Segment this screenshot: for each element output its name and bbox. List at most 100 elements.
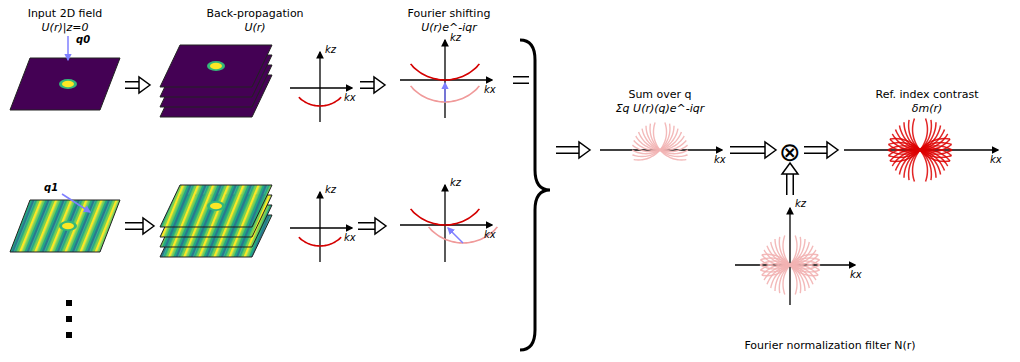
stage-title: Sum over q [628, 88, 691, 102]
continuation-dot [66, 300, 72, 306]
operator-symbol: ⊗ [779, 139, 801, 165]
axis-label: kx [484, 229, 496, 241]
flow-arrow [360, 77, 385, 93]
wavevector-label: q1 [44, 182, 58, 194]
kz-axis [319, 192, 320, 262]
arrow-body [125, 224, 145, 229]
kz-axis [444, 40, 445, 118]
stage-panel: Back-propagationU(r) [150, 5, 360, 140]
ewald-arc [429, 227, 498, 243]
shift-vector [448, 228, 463, 243]
scatterer-halo [59, 221, 77, 231]
filter-panel: Fourier normalization filter N(r) [700, 195, 960, 357]
arrow-outline [125, 222, 145, 230]
stage-title: Fourier normalization filter N(r) [744, 339, 915, 353]
plane-surface [10, 58, 120, 110]
arrow-outline [786, 172, 794, 195]
kx-axis [290, 87, 352, 88]
axis-label: kx [344, 232, 356, 244]
stage-title: Input 2D field [28, 7, 103, 21]
flow-arrow [125, 218, 154, 234]
ewald-arc [650, 124, 688, 157]
wavevector-label: q0 [76, 34, 90, 46]
plane-surface [10, 200, 120, 252]
stage-formula: Σq U(r)(q)e^-iqr [616, 102, 705, 116]
arrow-head [374, 77, 385, 93]
kz-axis [444, 185, 445, 262]
k-space-axes [290, 192, 352, 262]
curly-brace [520, 40, 550, 350]
arrow-body [513, 80, 581, 150]
multiply-operator: ⊗ [776, 137, 804, 163]
axis-label: kz [795, 198, 806, 210]
stage-formula: U(r) [244, 21, 265, 35]
continuation-dot [66, 332, 72, 338]
k-space-axes [400, 185, 492, 262]
scatterer-halo [207, 201, 225, 211]
arrow-body [788, 172, 793, 195]
stage-panel: Fourier shiftingU(r)e^-iqr [385, 5, 513, 130]
arrow-head [375, 218, 386, 234]
axis-label: kz [325, 184, 336, 196]
incident-wavevector [62, 194, 90, 212]
incident-wavevector [67, 36, 69, 60]
ewald-arc [642, 129, 688, 152]
axis-label: kx [714, 154, 726, 166]
arrow-head [765, 142, 776, 158]
ewald-arc [299, 97, 341, 106]
arrow-body [730, 148, 767, 153]
scatterer-blob [210, 203, 222, 209]
arrow-body [804, 148, 829, 153]
scatterer-blob [62, 81, 74, 87]
scatterer-halo [59, 79, 77, 89]
ewald-arc [299, 237, 341, 246]
arrow-outline [730, 146, 767, 154]
ewald-arc [639, 132, 687, 150]
stage-formula: U(r)e^-iqr [421, 21, 477, 35]
axis-label: kx [990, 154, 1002, 166]
k-space-axes [290, 52, 352, 122]
arrow-outline [358, 222, 377, 230]
stage-panel: Ref. index contrastδm(r) [838, 86, 1016, 176]
ewald-arc [411, 64, 480, 80]
ewald-arc [783, 254, 818, 294]
arrow-outline [513, 80, 581, 150]
plane-surface [160, 45, 272, 87]
flow-arrow [804, 142, 838, 158]
field-plane [160, 45, 272, 87]
ewald-arc [653, 122, 686, 160]
arrow-head [827, 142, 838, 158]
field-plane [10, 58, 120, 110]
k-space-axes [400, 40, 492, 118]
stage-panel: Sum over qΣq U(r)(q)e^-iqr [590, 86, 730, 176]
axis-label: kz [325, 44, 336, 56]
arrow-head [139, 77, 150, 93]
continuation-dot [66, 316, 72, 322]
scatterer-blob [62, 223, 74, 229]
flow-arrow [513, 80, 590, 158]
kz-axis [319, 52, 320, 122]
flow-arrow [782, 163, 798, 195]
stage-formula: U(r)|z=0 [42, 21, 89, 35]
axis-label: kx [344, 92, 356, 104]
axis-label: kx [850, 269, 862, 281]
ewald-arc [913, 139, 951, 182]
stage-formula: δm(r) [912, 102, 943, 116]
k-space-axes [735, 208, 855, 305]
arrow-head [579, 142, 590, 158]
flow-arrow [730, 142, 776, 158]
axis-label: kz [450, 32, 461, 44]
stage-title: Back-propagation [206, 7, 303, 21]
field-plane [10, 200, 120, 252]
flow-arrow [125, 77, 150, 93]
arrow-body [358, 224, 377, 229]
axis-label: kz [450, 177, 461, 189]
arrow-head [143, 218, 154, 234]
kz-axis [789, 208, 790, 305]
axis-label: kx [484, 84, 496, 96]
scatterer-halo [207, 61, 225, 71]
ewald-arc [783, 235, 818, 275]
